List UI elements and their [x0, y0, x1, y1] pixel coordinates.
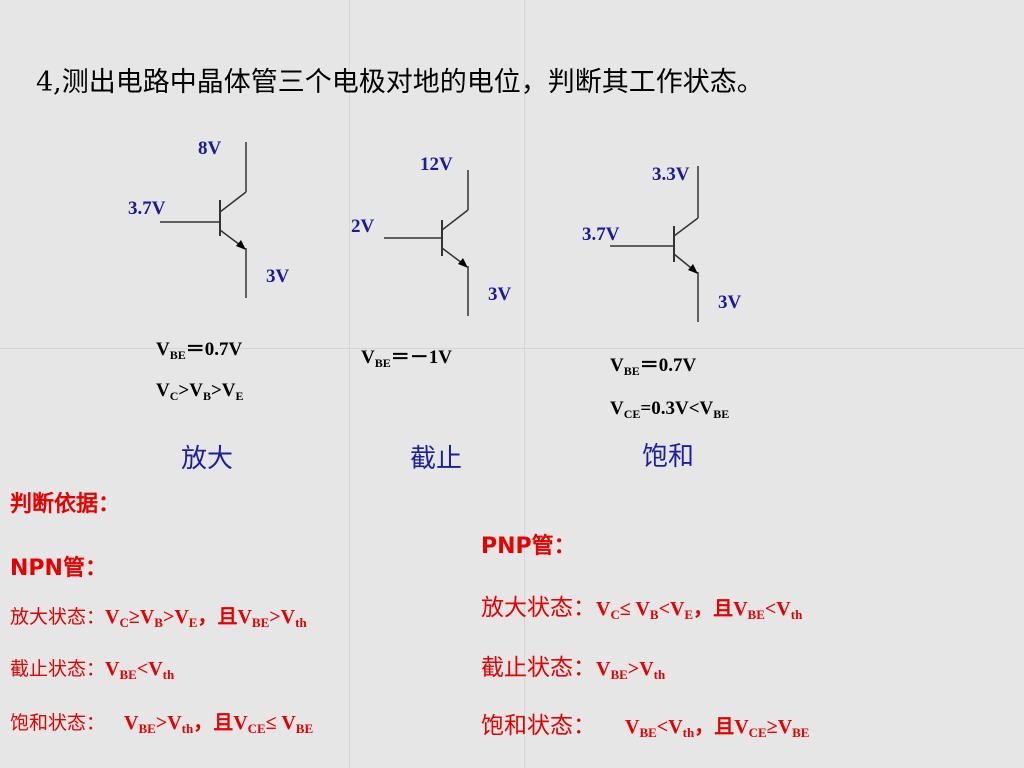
subscript: BE	[639, 725, 657, 740]
collector-voltage: 8V	[198, 138, 222, 159]
subscript: E	[235, 389, 244, 403]
subscript: BE	[610, 667, 628, 682]
pnp-saturation-row: 饱和状态： VBE<Vth，且VCE≥VBE	[481, 706, 809, 741]
row-label: 截止状态：	[481, 655, 596, 681]
pnp-cutoff-row: 截止状态：VBE>Vth	[481, 648, 665, 683]
row-expression: VBE<Vth，且VCE≥VBE	[620, 716, 810, 740]
base-voltage: 3.7V	[582, 224, 620, 245]
row-expression: VBE>Vth，且VCE≤ VBE	[119, 712, 314, 736]
subscript: BE	[138, 721, 156, 736]
npn-saturation-row: 饱和状态： VBE>Vth，且VCE≤ VBE	[10, 706, 313, 737]
transistor-diagram-2	[384, 170, 469, 316]
subscript: BE	[295, 721, 314, 736]
formula: VBE＝0.7V	[156, 339, 243, 362]
subscript: BE	[747, 607, 765, 622]
emitter-voltage: 3V	[718, 292, 742, 313]
formula: VBE＝－1V	[361, 347, 452, 370]
subscript: th	[181, 721, 194, 736]
formula: VCE=0.3V<VBE	[610, 398, 730, 421]
base-voltage: 3.7V	[128, 198, 166, 219]
subscript: E	[188, 615, 198, 630]
collector-voltage: 12V	[420, 154, 453, 175]
subscript: CE	[748, 725, 767, 740]
collector-voltage: 3.3V	[652, 164, 690, 185]
row-label: 饱和状态：	[481, 713, 596, 739]
grid-line	[524, 0, 525, 768]
subscript: CE	[247, 721, 266, 736]
npn-cutoff-row: 截止状态：VBE<Vth	[10, 654, 174, 683]
row-label: 放大状态：	[481, 595, 596, 621]
subscript: C	[610, 607, 620, 622]
state-label: 饱和	[642, 442, 695, 472]
subscript: BE	[713, 407, 730, 421]
subscript: B	[649, 607, 659, 622]
row-expression: VBE>Vth	[596, 658, 666, 682]
subscript: BE	[169, 348, 186, 362]
base-voltage: 2V	[351, 216, 375, 237]
subscript: C	[119, 615, 129, 630]
subscript: CE	[623, 407, 641, 421]
subscript: th	[162, 667, 175, 682]
formula: VBE＝0.7V	[610, 355, 697, 378]
subscript: BE	[251, 615, 270, 630]
basis-heading: 判断依据：	[10, 492, 121, 517]
row-expression: VC≥VB>VE，且VBE>Vth	[105, 606, 307, 630]
row-label: 截止状态：	[10, 658, 106, 680]
subscript: E	[684, 607, 694, 622]
pnp-amplify-row: 放大状态：VC≤ VB<VE，且VBE<Vth	[481, 588, 802, 623]
grid-line	[349, 0, 350, 768]
state-label: 截止	[410, 444, 463, 474]
subscript: th	[653, 667, 666, 682]
subscript: th	[682, 725, 695, 740]
subscript: B	[202, 389, 211, 403]
row-expression: VC≤ VB<VE，且VBE<Vth	[596, 598, 803, 622]
row-label: 饱和状态：	[10, 712, 106, 734]
transistor-diagram-3	[610, 166, 699, 322]
transistor-diagram-1	[160, 142, 247, 298]
pnp-heading: PNP管：	[481, 534, 576, 559]
subscript: B	[154, 615, 163, 630]
npn-amplify-row: 放大状态：VC≥VB>VE，且VBE>Vth	[10, 600, 307, 631]
emitter-voltage: 3V	[488, 284, 512, 305]
subscript: BE	[374, 356, 391, 370]
formula: VC>VB>VE	[156, 380, 244, 403]
row-label: 放大状态：	[10, 606, 106, 628]
row-expression: VBE<Vth	[105, 658, 175, 682]
grid-line	[0, 348, 1024, 349]
subscript: BE	[623, 364, 640, 378]
emitter-voltage: 3V	[266, 266, 290, 287]
subscript: BE	[119, 667, 137, 682]
npn-heading: NPN管：	[10, 556, 107, 581]
problem-title: 4,测出电路中晶体管三个电极对地的电位，判断其工作状态。	[36, 67, 764, 98]
state-label: 放大	[181, 444, 234, 474]
subscript: BE	[792, 725, 810, 740]
subscript: th	[790, 607, 803, 622]
subscript: th	[295, 615, 307, 630]
subscript: C	[169, 389, 179, 403]
